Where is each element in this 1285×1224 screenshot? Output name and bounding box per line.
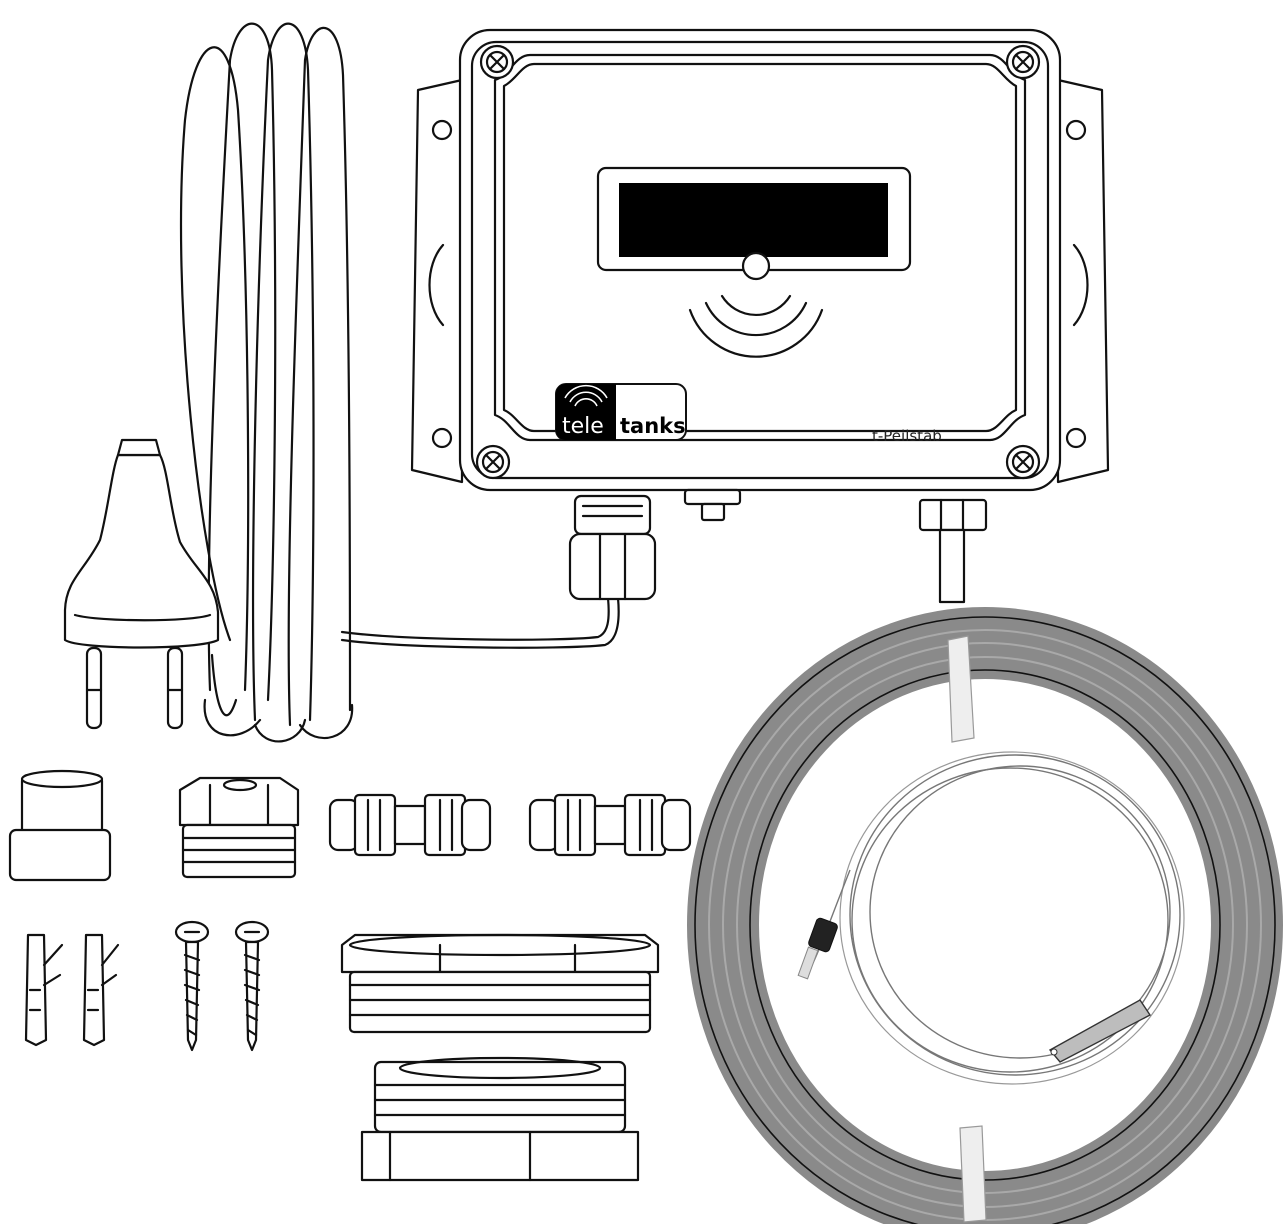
screw xyxy=(234,920,270,1052)
vent-fitting xyxy=(683,488,742,522)
sensor-connector xyxy=(808,917,838,953)
cable-gland xyxy=(568,494,657,601)
cable-tie xyxy=(959,1125,987,1223)
lcd-display xyxy=(619,183,888,257)
push-fit-coupling xyxy=(528,793,692,857)
tube-fitting xyxy=(918,498,988,604)
wireless-icon xyxy=(688,294,824,358)
corner-screw xyxy=(475,444,511,480)
sensor-probe xyxy=(1048,999,1152,1063)
corner-screw xyxy=(1005,444,1041,480)
device-label: t-Peilstab xyxy=(872,427,942,445)
screw xyxy=(174,920,210,1052)
pressure-tube-coil xyxy=(687,607,1283,1224)
corner-screw xyxy=(1005,44,1041,80)
push-fit-coupling xyxy=(328,793,492,857)
tank-bushing xyxy=(340,933,660,1182)
logo-tanks-text: tanks xyxy=(620,414,686,438)
controller-housing: tele tanks t-Peilstab xyxy=(410,28,1110,604)
adapter-cap xyxy=(8,769,112,882)
wall-plug xyxy=(82,933,120,1047)
power-plug-cable xyxy=(63,22,620,743)
hex-reducer xyxy=(178,776,300,879)
sensor-probe-tube xyxy=(797,751,1185,1085)
cable-tie xyxy=(947,635,975,743)
status-led xyxy=(741,251,771,281)
teletanks-logo: tele tanks xyxy=(555,383,687,441)
wall-plug xyxy=(24,933,64,1047)
logo-tele-text: tele xyxy=(562,414,604,439)
corner-screw xyxy=(479,44,515,80)
